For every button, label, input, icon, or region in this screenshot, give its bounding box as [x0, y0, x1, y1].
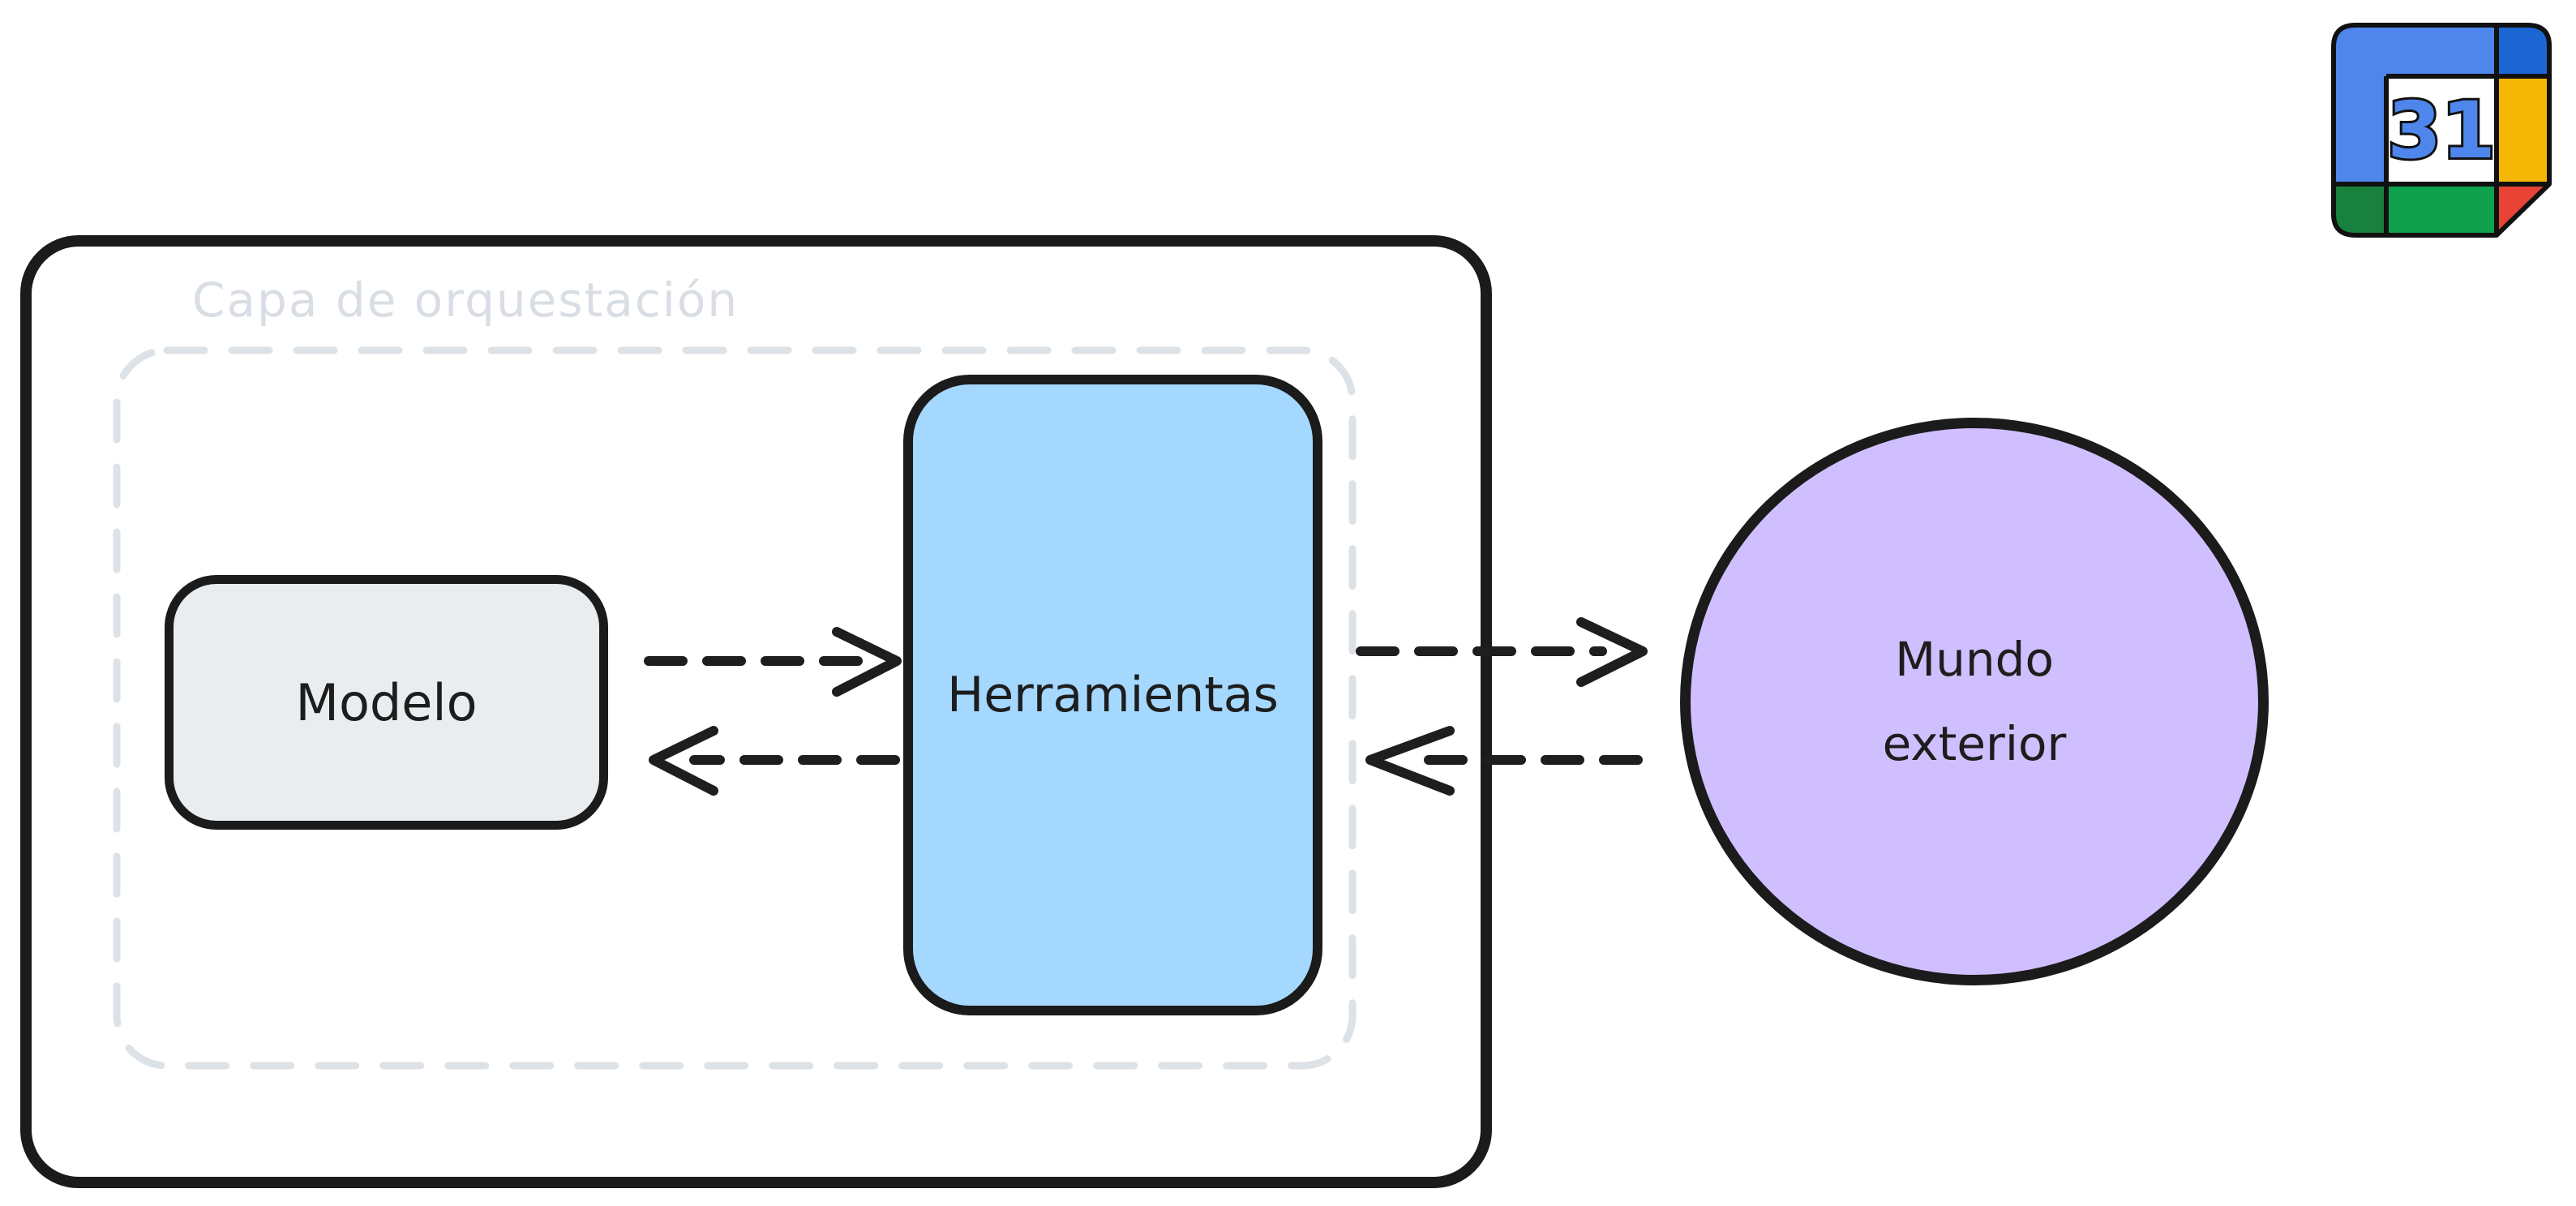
calendar-yellow-edge [2497, 76, 2549, 184]
node-modelo-label: Modelo [295, 672, 478, 732]
arrow-mundo-to-herramientas [1365, 726, 1643, 796]
node-herramientas: Herramientas [903, 375, 1322, 1015]
calendar-page [2386, 76, 2497, 184]
orchestration-layer-label: Capa de orquestación [192, 273, 739, 328]
node-mundo-exterior-label-line1: Mundo [1895, 631, 2054, 687]
arrow-herramientas-to-modelo [649, 726, 900, 796]
calendar-darkblue-corner [2497, 25, 2549, 76]
google-calendar-icon: 31 [2331, 23, 2552, 238]
node-mundo-exterior-label-line2: exterior [1882, 716, 2067, 771]
arrow-herramientas-to-mundo [1356, 617, 1648, 687]
arrow-modelo-to-herramientas [644, 627, 902, 697]
calendar-darkgreen-corner [2334, 184, 2386, 235]
node-modelo: Modelo [165, 575, 608, 830]
calendar-green-edge [2386, 184, 2497, 235]
node-herramientas-label: Herramientas [947, 667, 1279, 723]
calendar-day-number: 31 [2387, 85, 2496, 176]
